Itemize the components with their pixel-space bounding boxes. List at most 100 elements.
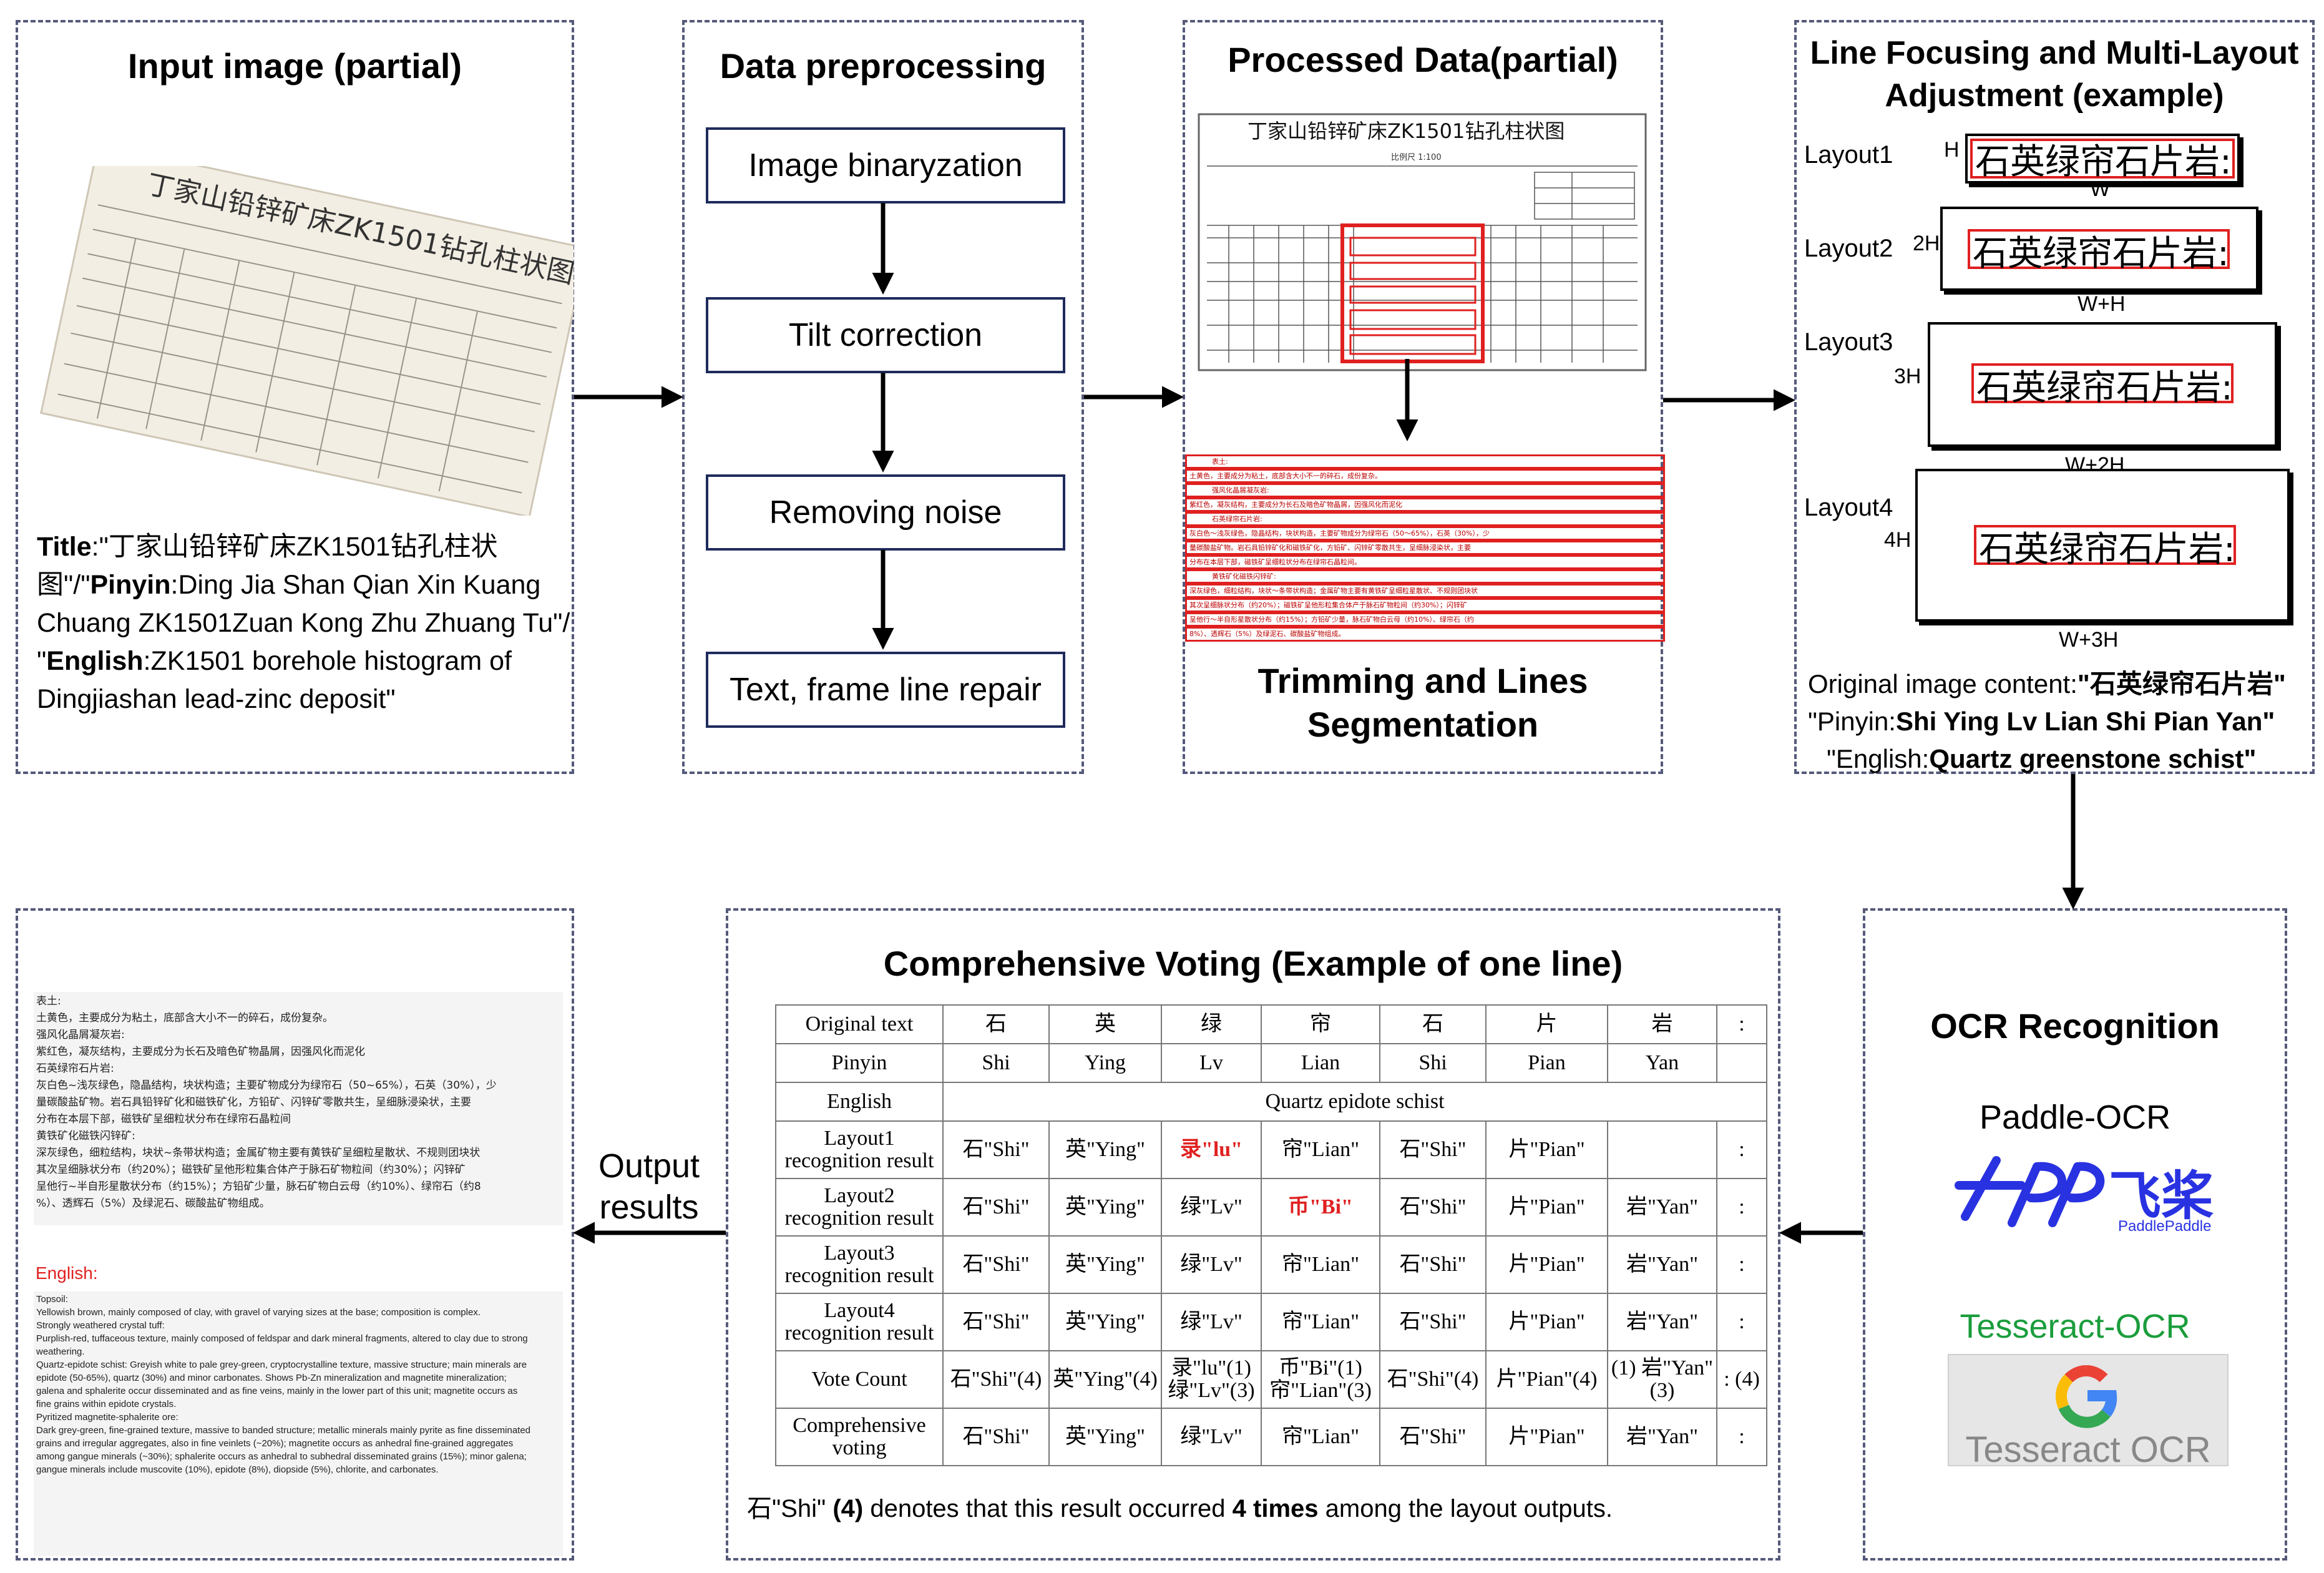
output-en-line: Quartz-epidote schist: Greyish white to … <box>36 1360 527 1370</box>
skewed-document-image: 丁家山铅锌矿床ZK1501钻孔柱状图 <box>40 166 574 516</box>
table-cell: Shi <box>942 1043 1050 1083</box>
table-cell: 石"Shi" <box>942 1235 1050 1294</box>
output-cn-line: 土黄色，主要成分为粘土，底部含大小不一的碎石，成份复杂。 <box>36 1012 333 1024</box>
table-cell: 岩"Yan" <box>1607 1408 1717 1466</box>
layout1-label: Layout1 <box>1804 141 1893 169</box>
output-en-line: Strongly weathered crystal tuff: <box>36 1320 165 1331</box>
layout1-h-label: H <box>1944 138 1960 162</box>
layout1-text-box <box>1970 139 2235 179</box>
output-en-line: fine grains within epidote crystals. <box>36 1399 177 1409</box>
table-cell: 石"Shi" <box>942 1120 1050 1179</box>
seg-line: 紫红色，凝灰结构，主要成分为长石及暗色矿物晶屑，因强风化而泥化 <box>1185 497 1665 512</box>
preprocessing-title: Data preprocessing <box>720 46 1047 86</box>
caption-title-value: :"丁家山铅锌矿床ZK1501钻孔柱状图"/" <box>37 532 498 600</box>
output-en-line: weathering. <box>36 1346 85 1357</box>
table-cell: 英 <box>1048 1004 1162 1044</box>
table-cell: 岩 <box>1607 1004 1717 1044</box>
table-cell: 绿"Lv" <box>1161 1293 1262 1351</box>
multi-layout-panel: Line Focusing and Multi-Layout Adjustmen… <box>1794 20 2315 774</box>
note-part: (4) <box>832 1495 864 1522</box>
row-header: Layout4 recognition result <box>775 1293 944 1351</box>
table-cell <box>1716 1043 1767 1083</box>
table-cell: (1) 岩"Yan"(3) <box>1607 1350 1717 1409</box>
pinyin-line: "Pinyin:Shi Ying Lv Lian Shi Pian Yan" <box>1808 703 2313 740</box>
table-cell-error: 币"Bi" <box>1261 1178 1380 1237</box>
output-en-line: galena and sphalerite occur disseminated… <box>36 1386 518 1396</box>
table-cell: 片"Pian" <box>1485 1293 1608 1351</box>
output-cn-line: 表土: <box>36 995 61 1007</box>
table-cell: 石"Shi" <box>942 1408 1050 1466</box>
seg-line: 其次呈细脉状分布（约20%）；磁铁矿呈他形粒集合体产于脉石矿物粒间（约30%）；… <box>1185 598 1665 612</box>
caption-title-label: Title <box>37 532 92 562</box>
table-cell: 绿"Lv" <box>1161 1178 1262 1237</box>
table-cell: : <box>1716 1293 1767 1351</box>
seg-line: 黄铁矿化磁铁闪锌矿: <box>1185 569 1665 584</box>
table-cell: 石"Shi" <box>942 1293 1050 1351</box>
row-header: Pinyin <box>775 1043 944 1083</box>
table-cell: 英"Ying" <box>1048 1293 1162 1351</box>
table-cell: 石"Shi" <box>1379 1293 1487 1351</box>
table-cell: 英"Ying" <box>1048 1178 1162 1237</box>
table-cell: : <box>1716 1120 1767 1179</box>
seg-line: 量碳酸盐矿物。岩石具铅锌矿化和磁铁矿化，方铅矿、闪锌矿零散共生，呈细脉浸染状，主… <box>1185 541 1665 555</box>
table-cell: 石"Shi" <box>1379 1235 1487 1294</box>
output-cn-line: 黄铁矿化磁铁闪锌矿: <box>36 1130 135 1142</box>
voting-title: Comprehensive Voting (Example of one lin… <box>883 944 1623 983</box>
table-cell: 片"Pian"(4) <box>1485 1350 1608 1409</box>
tesseract-logo-text: Tesseract OCR <box>1965 1429 2211 1470</box>
table-cell: 录"lu"(1) 绿"Lv"(3) <box>1161 1350 1262 1409</box>
caption-pinyin-label: Pinyin <box>90 570 171 600</box>
processed-data-panel: Processed Data(partial) 丁家山铅锌矿床ZK1501钻孔柱… <box>1183 20 1665 774</box>
table-cell: 英"Ying" <box>1048 1408 1162 1466</box>
output-results-label: Output results <box>598 1147 700 1226</box>
paddlepaddle-logo: 飞桨 PaddlePaddle <box>1953 1148 2227 1242</box>
output-cn-line: %）、透辉石（5%）及绿泥石、碳酸盐矿物组成。 <box>36 1197 270 1210</box>
output-english-label: English: <box>36 1263 98 1283</box>
table-row: Original text 石 英 绿 帘 石 片 岩 : <box>775 1004 1767 1044</box>
note-part: 石"Shi" <box>747 1495 833 1522</box>
row-header: Comprehensive voting <box>775 1408 944 1466</box>
pinyin-label: "Pinyin: <box>1808 707 1896 736</box>
ocr-recognition-title: OCR Recognition <box>1930 1006 2220 1046</box>
table-row: Pinyin Shi Ying Lv Lian Shi Pian Yan <box>775 1043 1767 1083</box>
layout4-h-label: 4H <box>1884 528 1911 552</box>
output-results-panel: 表土: 土黄色，主要成分为粘土，底部含大小不一的碎石，成份复杂。 强风化晶屑凝灰… <box>16 908 574 1561</box>
table-row: Layout2 recognition result 石"Shi" 英"Ying… <box>775 1178 1767 1237</box>
table-cell: Shi <box>1379 1043 1487 1083</box>
layout2-h-label: 2H <box>1913 232 1940 255</box>
processed-doc-title: 丁家山铅锌矿床ZK1501钻孔柱状图 <box>1247 119 1565 143</box>
caption-english-label: English <box>46 646 144 676</box>
note-part: denotes that this result occurred <box>863 1495 1233 1522</box>
layout3-h-label: 3H <box>1894 365 1921 388</box>
google-g-icon <box>2056 1365 2117 1428</box>
table-cell: 石"Shi" <box>1379 1120 1487 1179</box>
voting-table: Original text 石 英 绿 帘 石 片 岩 : Pinyin Shi… <box>775 1004 1767 1466</box>
english-line: "English:Quartz greenstone schist" <box>1808 740 2313 778</box>
output-cn-line: 其次呈细脉状分布（约20%）；磁铁矿呈他形粒集合体产于脉石矿物粒间（约30%）；… <box>36 1164 466 1176</box>
table-cell: 英"Ying"(4) <box>1048 1350 1162 1409</box>
original-content-value: "石英绿帘石片岩" <box>2077 669 2286 698</box>
layout2-text-box <box>1968 229 2230 269</box>
layout2-w-label: W+H <box>2077 292 2126 316</box>
row-header: English <box>775 1082 944 1122</box>
layout2-frame: 石英绿帘石片岩: <box>1940 207 2258 291</box>
layout2-label: Layout2 <box>1804 235 1893 262</box>
processed-data-title: Processed Data(partial) <box>1228 40 1618 79</box>
table-cell: 英"Ying" <box>1048 1235 1162 1294</box>
row-header: Vote Count <box>775 1350 944 1409</box>
step-removing-noise: Removing noise <box>706 474 1065 551</box>
table-row: Comprehensive voting 石"Shi" 英"Ying" 绿"Lv… <box>775 1408 1767 1466</box>
layout1-w-label: W <box>2090 177 2111 201</box>
table-cell: 帘"Lian" <box>1261 1235 1380 1294</box>
step-binaryzation: Image binaryzation <box>706 127 1065 203</box>
layout4-frame: 石英绿帘石片岩: <box>1915 469 2290 622</box>
row-header: Layout1 recognition result <box>775 1120 944 1179</box>
output-en-line: Yellowish brown, mainly composed of clay… <box>36 1307 481 1318</box>
layout3-text: 石英绿帘石片岩: <box>1976 368 2233 408</box>
layout3-frame: 石英绿帘石片岩: <box>1928 322 2277 447</box>
table-cell: : <box>1716 1408 1767 1466</box>
output-cn-line: 分布在本层下部，磁铁矿呈细粒状分布在绿帘石晶粒间 <box>36 1113 291 1125</box>
processed-scale-text: 比例尺 1:100 <box>1391 153 1442 162</box>
layout4-label: Layout4 <box>1804 494 1893 521</box>
